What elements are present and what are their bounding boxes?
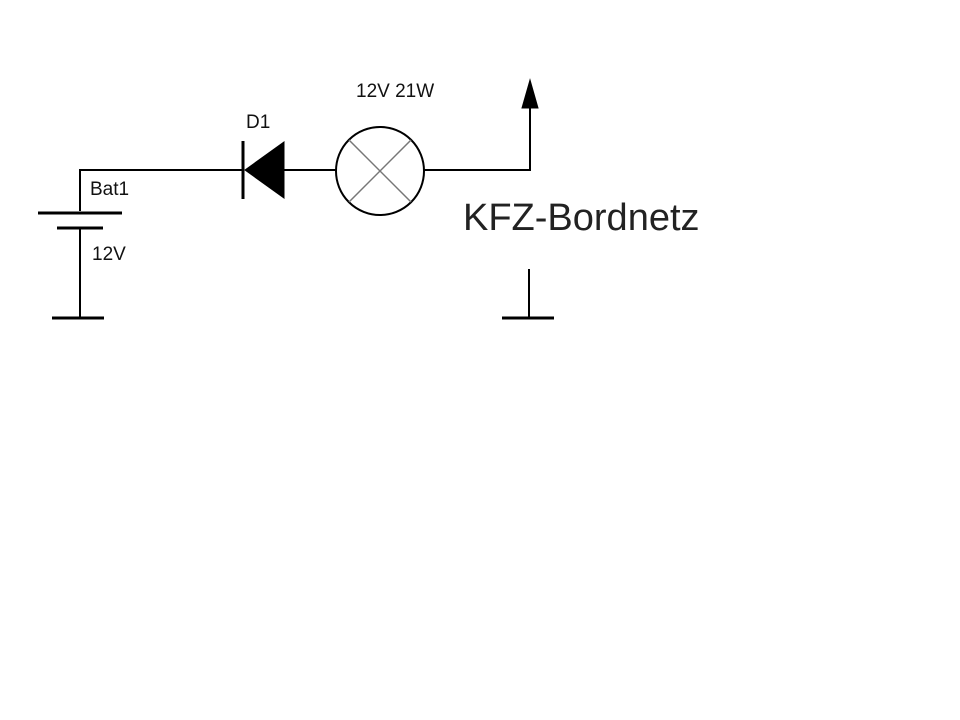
network-label: KFZ-Bordnetz [463, 197, 700, 239]
wire-battery-to-diode [79, 169, 243, 211]
battery-name-label: Bat1 [90, 179, 129, 200]
lamp-cross-b [348, 139, 412, 203]
diode-name-label: D1 [246, 112, 270, 133]
lamp-symbol [335, 126, 425, 216]
lamp-rating-label: 12V 21W [356, 81, 434, 102]
ground-symbol-right [502, 269, 554, 320]
wire-lamp-to-supply [423, 104, 531, 171]
diode-triangle [244, 141, 285, 199]
battery-symbol [38, 211, 122, 319]
supply-arrow-icon [521, 78, 539, 109]
battery-voltage-label: 12V [92, 244, 126, 265]
diode-symbol [241, 141, 338, 199]
